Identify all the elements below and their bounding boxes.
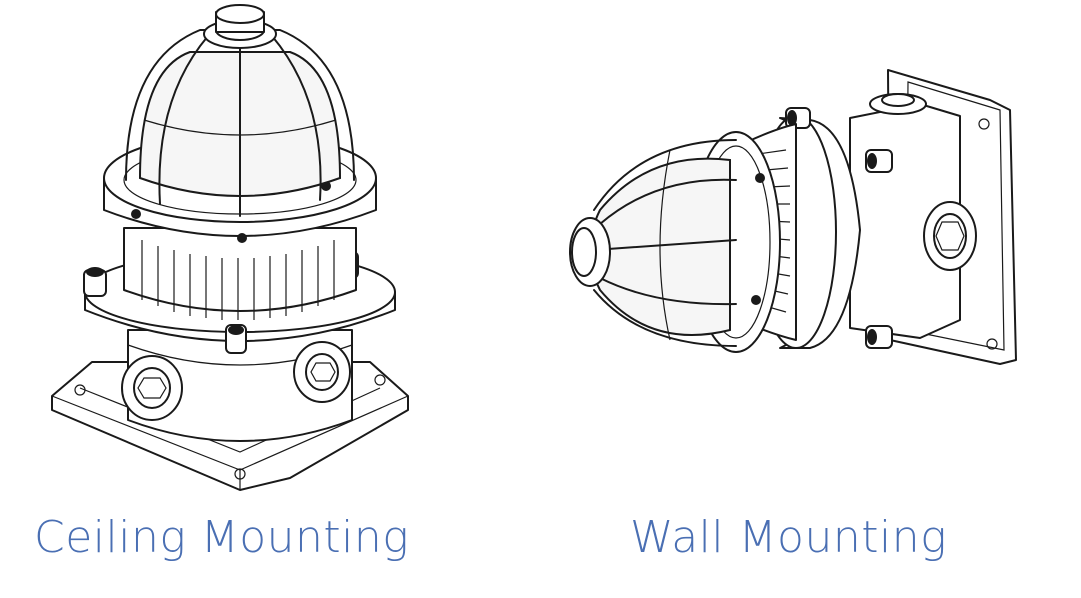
wall-mounting-caption: Wall Mounting [630, 512, 948, 563]
wall-mount-lamp-drawing [569, 69, 1017, 365]
ceiling-mount-lamp-drawing [51, 4, 409, 491]
ceiling-mounting-caption: Ceiling Mounting [34, 512, 410, 563]
flange-bolt-icon [785, 107, 893, 349]
ceiling-mount-panel [40, 0, 440, 500]
wall-mount-panel [560, 0, 1040, 500]
